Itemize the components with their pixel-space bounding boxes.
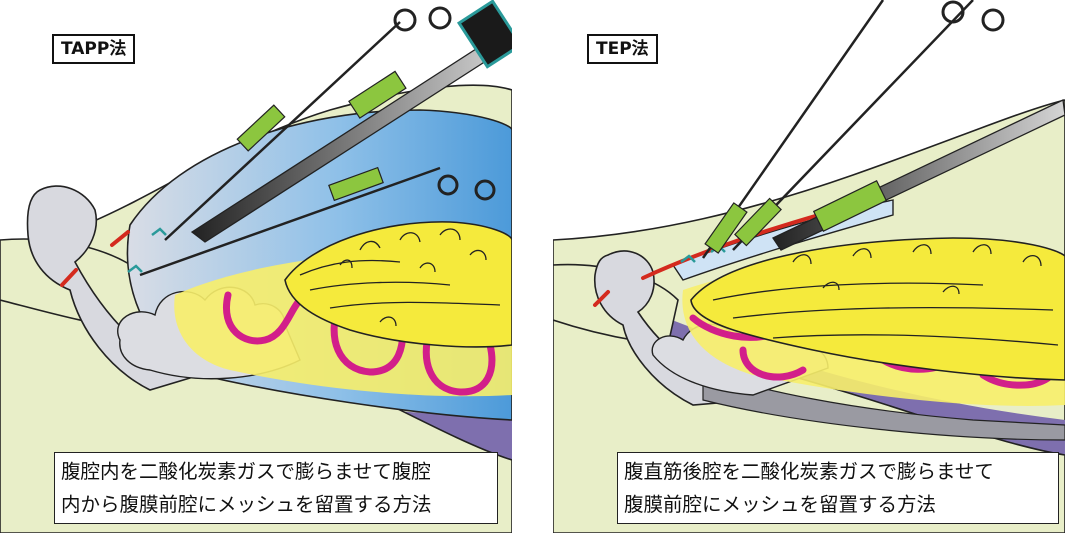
tep-panel: TEP法 腹直筋後腔を二酸化炭素ガスで膨らませて 腹膜前腔にメッシュを留置する方… bbox=[553, 0, 1065, 533]
tapp-caption-line1: 腹腔内を二酸化炭素ガスで膨らませて腹腔 bbox=[61, 460, 431, 483]
vessel-loop-2 bbox=[739, 346, 807, 381]
grasper-right bbox=[732, 0, 1005, 251]
tapp-panel: TAPP法 腹腔内を二酸化炭素ガスで膨らませて腹腔 内から腹膜前腔にメッシュを留… bbox=[0, 0, 512, 533]
vessel-loop-3 bbox=[422, 326, 496, 396]
tep-label: TEP法 bbox=[587, 34, 658, 64]
vessel-loop-2 bbox=[330, 296, 407, 376]
grasper-left bbox=[164, 6, 452, 241]
tapp-caption-line2: 内から腹膜前腔にメッシュを留置する方法 bbox=[61, 493, 432, 516]
spermatic-vessel-upper bbox=[110, 230, 130, 247]
tep-caption: 腹直筋後腔を二酸化炭素ガスで膨らませて 腹膜前腔にメッシュを留置する方法 bbox=[617, 452, 1059, 524]
spermatic-vessel-lower bbox=[60, 268, 78, 287]
tapp-label: TAPP法 bbox=[52, 34, 136, 64]
spermatic-vessel bbox=[593, 290, 610, 307]
mesh-tack-1 bbox=[151, 227, 167, 236]
vessel-loop-1 bbox=[223, 291, 304, 345]
intestine-folds bbox=[712, 244, 1059, 346]
mesh-tack-2 bbox=[127, 264, 143, 273]
tep-caption-line2: 腹膜前腔にメッシュを留置する方法 bbox=[624, 493, 937, 516]
grasper-left bbox=[701, 0, 885, 259]
tapp-caption: 腹腔内を二酸化炭素ガスで膨らませて腹腔 内から腹膜前腔にメッシュを留置する方法 bbox=[54, 452, 498, 524]
laparoscope bbox=[190, 0, 512, 243]
mesh-tack-1 bbox=[680, 254, 696, 263]
grasper-lower bbox=[139, 166, 496, 277]
intestine-folds bbox=[299, 228, 501, 327]
intestine-bundle bbox=[284, 221, 512, 348]
tep-caption-line1: 腹直筋後腔を二酸化炭素ガスで膨らませて bbox=[624, 460, 994, 483]
intestine-bundle bbox=[690, 237, 1065, 381]
vessel-loop-4 bbox=[979, 371, 1052, 389]
laparoscope bbox=[772, 99, 1065, 251]
